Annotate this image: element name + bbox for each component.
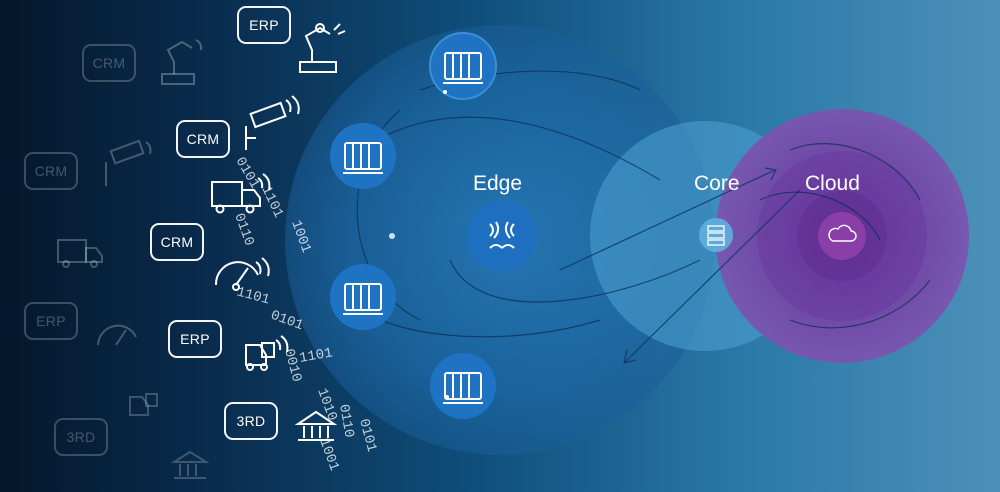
flow-arrows (559, 167, 801, 364)
core-label: Core (694, 172, 740, 195)
robot-arm-icon (161, 39, 203, 85)
erp-tag: ERP (237, 6, 291, 44)
edge-label: Edge (473, 172, 523, 195)
binary-stream-text: 1101 (235, 284, 272, 308)
erp-tag: ERP (168, 320, 222, 358)
robot-arm-icon (299, 23, 346, 73)
gauge-meter-icon (214, 257, 270, 291)
edge-node-lower-left (330, 264, 396, 330)
crm-tag: CRM (176, 120, 230, 158)
edge-node-bottom (430, 353, 496, 419)
binary-stream-text: 0101 (232, 155, 263, 192)
crm-tag: CRM (150, 223, 204, 261)
converging-arrows-icon (467, 201, 537, 271)
binary-stream-text: 0101 (355, 417, 379, 454)
bank-building-icon (294, 410, 338, 441)
forklift-icon (129, 393, 158, 416)
edge-node-upper-left (330, 123, 396, 189)
erp-tag: ERP (24, 302, 78, 340)
binary-stream-text: 0110 (230, 211, 257, 248)
cloud-label: Cloud (805, 172, 860, 195)
binary-stream-text: 1001 (315, 436, 342, 473)
edge-node-top (429, 32, 497, 100)
binary-stream-text: 1101 (298, 345, 334, 367)
crm-tag: CRM (82, 44, 136, 82)
security-camera-icon (105, 139, 152, 186)
crm-tag: CRM (24, 152, 78, 190)
delivery-truck-icon (57, 239, 103, 268)
bank-building-icon (170, 450, 210, 479)
third-party-tag: 3RD (224, 402, 278, 440)
server-stack-icon (699, 218, 733, 252)
binary-stream-text: 1101 (257, 183, 286, 220)
cloud-icon (818, 212, 866, 260)
delivery-truck-icon (211, 173, 271, 214)
gauge-meter-icon (97, 324, 137, 346)
third-party-tag: 3RD (54, 418, 108, 456)
security-camera-icon (245, 95, 300, 150)
forklift-icon (245, 335, 289, 371)
binary-stream-text: 0110 (335, 403, 357, 439)
